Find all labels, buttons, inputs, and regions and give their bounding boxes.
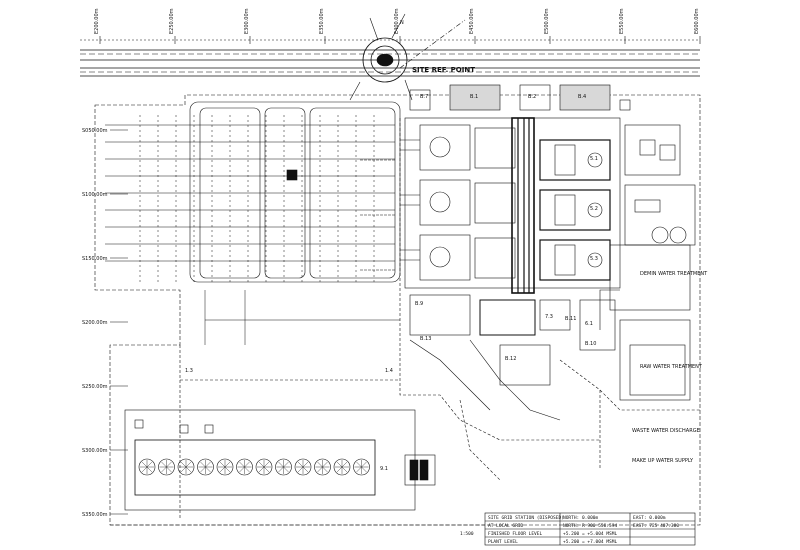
tb-north: NORTH: 0.000m (563, 515, 599, 521)
label-13: 1.3 (185, 368, 193, 374)
fan-blade (317, 461, 328, 473)
tb-level-1: +5.200 = +5.004 MSML (563, 531, 617, 537)
condenser-label: 9.1 (380, 466, 388, 472)
fan-blade (336, 461, 348, 473)
fan-blade (200, 461, 211, 473)
label-51: 5.1 (590, 156, 598, 162)
fan-unit (333, 458, 351, 476)
label-b13: B.13 (420, 336, 431, 342)
top-grid-label: E550.00m (619, 8, 625, 34)
makeup-label: MAKE UP WATER SUPPLY (632, 458, 694, 464)
raw-water-label: RAW WATER TREATMENT (640, 364, 703, 370)
top-grid-label: E400.00m (394, 8, 400, 34)
fan-blade (161, 461, 172, 473)
laydown-area (105, 101, 401, 345)
air-cooled-condenser (124, 409, 436, 511)
switchyard (409, 294, 616, 421)
fan-unit (353, 458, 370, 476)
tb-row4: PLANT LEVEL (488, 539, 518, 545)
label-b4: B.4 (578, 94, 586, 100)
label-61: 6.1 (585, 321, 593, 327)
title-block (110, 512, 696, 546)
fan-blade (258, 461, 270, 473)
fan-unit (177, 458, 195, 476)
fan-unit (275, 458, 292, 476)
top-grid: E200.00m E250.00m E300.00m E350.00m E400.00m… (80, 8, 701, 44)
label-73: 7.3 (545, 314, 553, 320)
left-grid-label: S200.00m (82, 320, 108, 326)
label-52: 5.2 (590, 206, 598, 212)
tb-east-coord: EAST: 725 407.380 (633, 523, 679, 529)
north-arrow-label: N (400, 20, 404, 26)
top-grid-label: E250.00m (169, 8, 175, 34)
fan-unit (314, 458, 331, 476)
left-grid-label: S100.00m (82, 192, 108, 198)
tb-north-coord: NORTH: R 900 558.594 (563, 523, 617, 529)
label-14: 1.4 (385, 368, 393, 374)
left-grid-label: S150.00m (82, 256, 108, 262)
label-53: 5.3 (590, 256, 598, 262)
fan-blade (297, 461, 309, 473)
label-b7: B.7 (420, 94, 428, 100)
tb-level-2: +5.200 = +7.004 MSML (563, 539, 617, 545)
tb-scale: 1:500 (460, 531, 474, 537)
fan-blade (278, 461, 289, 473)
left-grid: S050.00mS100.00mS150.00mS200.00mS250.00m… (82, 128, 128, 518)
tb-row1: SITE GRID STATION (DISPOSED) (488, 515, 564, 521)
top-grid-label: E600.00m (694, 8, 700, 34)
fan-unit (216, 458, 234, 476)
label-b10: B.10 (585, 341, 596, 347)
top-grid-label: E200.00m (94, 8, 100, 34)
site-boundary (94, 94, 701, 526)
label-b1: B.1 (470, 94, 478, 100)
label-b11: B.11 (565, 316, 576, 322)
fan-blade (219, 461, 231, 473)
fan-unit (255, 458, 273, 476)
fan-unit (138, 458, 156, 476)
fan-blade (239, 461, 250, 473)
road (80, 13, 700, 101)
demin-label: DEMIN WATER TREATMENT (640, 271, 708, 277)
waste-water-label: WASTE WATER DISCHARGE (632, 428, 700, 434)
left-grid-label: S300.00m (82, 448, 108, 454)
top-grid-label: E450.00m (469, 8, 475, 34)
power-block (360, 117, 621, 294)
fan-unit (236, 458, 253, 476)
label-b12: B.12 (505, 356, 516, 362)
water-treatment (599, 124, 696, 401)
fan-blade (356, 461, 367, 473)
tb-row3: FINISHED FLOOR LEVEL (488, 531, 542, 537)
left-grid-label: S250.00m (82, 384, 108, 390)
top-grid-label: E500.00m (544, 8, 550, 34)
internal-roads (179, 118, 700, 520)
top-buildings (409, 84, 631, 111)
label-b2: B.2 (528, 94, 536, 100)
left-grid-label: S050.00m (82, 128, 108, 134)
fan-unit (158, 458, 175, 476)
fan-blade (141, 461, 153, 473)
fan-unit (294, 458, 312, 476)
top-grid-label: E350.00m (319, 8, 325, 34)
tb-east: EAST: 0.000m (633, 515, 666, 521)
label-b9: B.9 (415, 301, 423, 307)
top-grid-label: E300.00m (244, 8, 250, 34)
fan-unit (197, 458, 214, 476)
tb-row2: AT LOCAL GRID (488, 523, 524, 529)
left-grid-label: S350.00m (82, 512, 108, 518)
site-ref-label: SITE REF. POINT (412, 66, 475, 74)
fan-blade (180, 461, 192, 473)
